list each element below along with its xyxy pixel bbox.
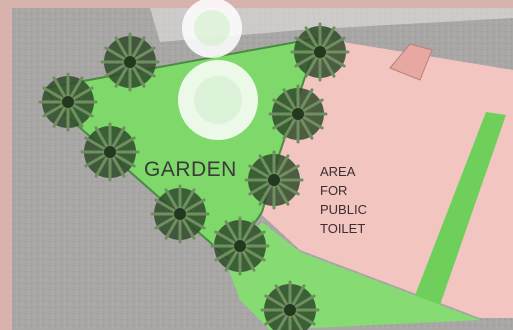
white-tree-icon bbox=[178, 60, 258, 140]
tree-icon bbox=[244, 150, 304, 210]
area-label: AREA FOR PUBLIC TOILET bbox=[320, 164, 367, 236]
tree-icon bbox=[80, 122, 140, 182]
tree-icon bbox=[150, 184, 210, 244]
area-label-line: TOILET bbox=[320, 221, 365, 236]
tree-icon bbox=[260, 280, 320, 330]
area-label-line: FOR bbox=[320, 183, 347, 198]
garden-label: GARDEN bbox=[144, 158, 237, 181]
tree-icon bbox=[100, 32, 160, 92]
green-strip bbox=[414, 112, 506, 305]
building-block-icon bbox=[389, 43, 433, 81]
tree-icon bbox=[210, 216, 270, 276]
area-label-line: PUBLIC bbox=[320, 202, 367, 217]
tree-icon bbox=[268, 84, 328, 144]
white-tree-icon bbox=[182, 0, 242, 58]
tree-icon bbox=[290, 22, 350, 82]
tree-icon bbox=[38, 72, 98, 132]
area-label-line: AREA bbox=[320, 164, 356, 179]
